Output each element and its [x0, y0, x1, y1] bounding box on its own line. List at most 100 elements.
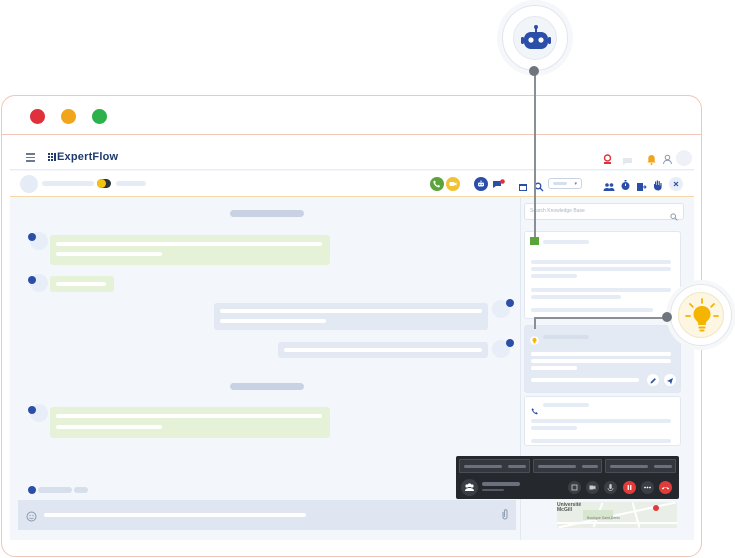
facebook-badge-icon	[28, 486, 36, 494]
dialpad-button[interactable]	[568, 481, 581, 494]
user-icon[interactable]	[662, 152, 673, 165]
bot-badge-icon	[28, 276, 36, 284]
chat-icon[interactable]	[622, 153, 633, 165]
map-label-small: Boutique Saint-Denis	[587, 516, 620, 520]
phone-icon	[531, 402, 539, 415]
lightbulb-icon	[530, 332, 539, 345]
participants-icon	[465, 483, 474, 491]
facebook-badge-icon	[506, 299, 514, 307]
brand-logo: ExpertFlow	[48, 151, 118, 163]
call-participant-tab[interactable]	[459, 459, 530, 473]
hand-icon	[654, 180, 662, 191]
edit-button[interactable]	[647, 374, 659, 386]
session-info-placeholder	[116, 181, 146, 186]
pencil-icon	[650, 378, 656, 384]
phone-button[interactable]	[430, 177, 444, 191]
customer-avatar[interactable]	[20, 175, 38, 193]
minimize-window-button[interactable]	[61, 109, 76, 124]
robot-icon	[521, 25, 551, 49]
transfer-button[interactable]	[636, 179, 647, 191]
incoming-message	[50, 235, 330, 265]
hold-button[interactable]	[623, 481, 636, 494]
incoming-message	[50, 276, 114, 292]
video-button[interactable]	[446, 177, 460, 191]
agent-status-icon[interactable]	[602, 152, 613, 164]
timer-button[interactable]	[620, 178, 631, 190]
knowledge-base-panel: Search Knowledge Base	[522, 203, 684, 533]
hamburger-icon[interactable]	[26, 153, 35, 162]
conference-button[interactable]	[603, 179, 615, 191]
bot-icon	[478, 180, 484, 187]
outgoing-message	[214, 303, 488, 330]
search-icon	[534, 182, 544, 192]
search-button[interactable]	[534, 179, 544, 192]
knowledge-search[interactable]: Search Knowledge Base	[524, 203, 684, 221]
bulb-connector-line	[534, 317, 666, 319]
timer-icon	[621, 180, 630, 190]
message-input[interactable]	[44, 513, 306, 517]
bulb-connector-line-drop	[534, 317, 536, 329]
message-composer[interactable]	[18, 500, 516, 530]
knowledge-search-input[interactable]: Search Knowledge Base	[530, 208, 585, 214]
messages-icon	[493, 179, 505, 188]
brand-name: ExpertFlow	[57, 151, 119, 163]
bot-connector-target	[530, 237, 539, 245]
agent-assist-callout	[670, 284, 732, 346]
channel-label-placeholder	[38, 487, 72, 493]
participants-button[interactable]	[461, 479, 478, 496]
more-button[interactable]	[641, 481, 654, 494]
chevron-down-icon: ▾	[574, 181, 577, 187]
panel-divider	[520, 198, 521, 540]
bulb-connector-dot	[662, 312, 672, 322]
window-title-bar	[2, 96, 701, 135]
call-suggestion-card[interactable]	[524, 396, 681, 446]
call-participant-tab[interactable]	[533, 459, 602, 473]
transfer-icon	[637, 183, 647, 191]
end-call-button[interactable]	[659, 481, 672, 494]
close-conversation-button[interactable]	[669, 177, 683, 191]
close-icon	[673, 181, 679, 187]
location-map[interactable]: Université McGill Boutique Saint-Denis	[557, 502, 677, 528]
user-avatar[interactable]	[676, 150, 692, 166]
camera-icon	[589, 485, 596, 490]
messages-button[interactable]	[492, 178, 506, 190]
call-duration-placeholder	[482, 489, 504, 491]
bell-icon[interactable]	[646, 152, 657, 165]
send-button[interactable]	[664, 374, 676, 386]
card-title-placeholder	[543, 240, 589, 244]
search-icon[interactable]	[670, 208, 678, 221]
caller-name-placeholder	[482, 482, 520, 486]
lightbulb-icon	[685, 298, 719, 332]
date-separator	[230, 383, 304, 390]
raise-hand-button[interactable]	[652, 178, 663, 191]
conversation-toolbar: ▾	[10, 171, 694, 197]
send-icon	[667, 378, 673, 385]
outgoing-message	[278, 342, 488, 358]
date-separator	[230, 210, 304, 217]
typing-indicator	[74, 487, 88, 493]
customer-avatar	[492, 300, 510, 318]
suggestion-card[interactable]	[524, 231, 681, 319]
maximize-window-button[interactable]	[92, 109, 107, 124]
top-bar: ExpertFlow	[10, 146, 694, 170]
map-pin-icon	[653, 505, 659, 511]
agent-assist-card[interactable]	[524, 325, 681, 393]
card-title-placeholder	[543, 335, 589, 339]
camera-button[interactable]	[586, 481, 599, 494]
hold-icon	[627, 485, 632, 490]
mic-button[interactable]	[604, 481, 617, 494]
bot-button[interactable]	[474, 177, 488, 191]
phone-icon	[433, 180, 441, 188]
customer-name-placeholder	[42, 181, 94, 186]
grid-logo-icon	[48, 152, 56, 161]
end-call-icon	[661, 487, 670, 490]
attachment-icon[interactable]	[500, 508, 510, 521]
close-window-button[interactable]	[30, 109, 45, 124]
channel-toggle[interactable]	[97, 179, 111, 188]
bot-connector-dot	[529, 66, 539, 76]
emoji-icon[interactable]	[26, 509, 37, 522]
bot-badge-icon	[28, 233, 36, 241]
language-dropdown[interactable]: ▾	[548, 178, 582, 189]
calendar-button[interactable]	[518, 179, 528, 191]
call-participant-tab[interactable]	[605, 459, 676, 473]
